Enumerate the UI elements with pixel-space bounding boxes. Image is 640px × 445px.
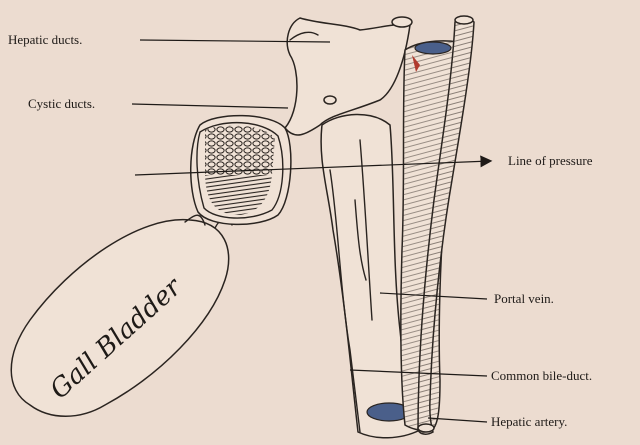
hepatic-ducts-label: Hepatic ducts. — [8, 32, 82, 48]
cystic-ducts-label: Cystic ducts. — [28, 96, 95, 112]
hepatic-duct-opening — [392, 17, 412, 27]
line-of-pressure-label: Line of pressure — [508, 153, 592, 169]
portal-vein-opening — [415, 42, 451, 54]
stones-area — [205, 125, 275, 175]
hepatic-artery-label: Hepatic artery. — [491, 414, 567, 430]
portal-vein-label: Portal vein. — [494, 291, 554, 307]
cystic-ducts-leader — [132, 104, 288, 108]
cystic-duct-opening — [324, 96, 336, 104]
common-bile-duct-label: Common bile-duct. — [491, 368, 592, 384]
